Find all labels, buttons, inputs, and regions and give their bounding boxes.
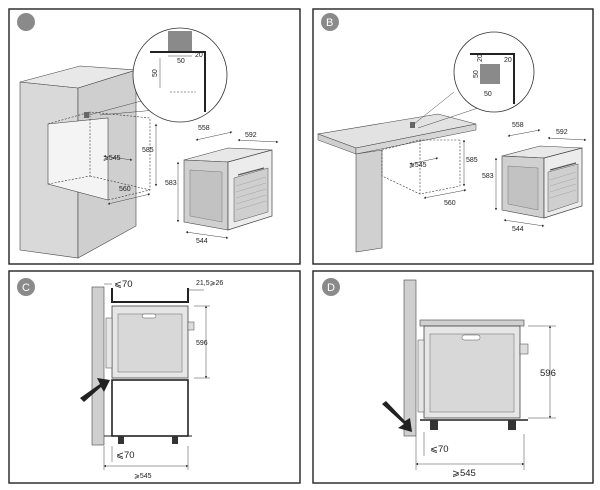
panel-a-niche-depth: 560 <box>119 186 131 193</box>
panel-d-frame <box>312 270 594 484</box>
panel-a-niche-height: 585 <box>142 147 154 154</box>
panel-d-worktop <box>419 319 525 327</box>
panel-c-wall <box>91 286 105 446</box>
panel-d-oven-handle <box>461 334 481 341</box>
panel-d-badge <box>322 278 340 296</box>
panel-b-detail-gap-right: 20 <box>504 57 512 64</box>
panel-c-top-gap: ⩽70 <box>114 279 133 290</box>
panel-c-oven-handle <box>141 313 157 319</box>
panel-a-detail-wall <box>150 51 206 112</box>
panel-d-gap: ⩽70 <box>430 444 449 455</box>
panel-b-niche-depth: 560 <box>444 200 456 207</box>
panel-b-oven-depth: 592 <box>556 129 568 136</box>
panel-d-depth: ⩾545 <box>452 468 476 479</box>
panel-c-top-right: 21,5⩾26 <box>196 280 223 287</box>
panel-c: C ⩽70 21,5⩾26 596 ⩽70 ⩾545 <box>8 270 301 484</box>
panel-a-oven-height: 583 <box>165 180 177 187</box>
panel-b-label: B <box>326 17 333 29</box>
panel-a: ⩾545 585 560 50 50 20 558 592 <box>8 8 301 265</box>
panel-c-oven-door <box>117 313 183 373</box>
panel-c-top-rail <box>111 288 189 303</box>
panel-b-oven-width-bottom: 544 <box>512 226 524 233</box>
panel-b-detail-height: 50 <box>473 70 480 78</box>
panel-a-oven-depth: 592 <box>245 132 257 139</box>
panel-b-niche-height: 585 <box>466 157 478 164</box>
panel-d-height: 596 <box>540 368 556 379</box>
panel-b-oven-height: 583 <box>482 173 494 180</box>
panel-b-vent-marker <box>410 122 415 128</box>
panel-c-bottom-gap: ⩽70 <box>116 450 135 461</box>
panel-d-wall <box>403 279 417 437</box>
panel-c-frame <box>8 270 301 484</box>
panel-a-detail-width: 50 <box>177 58 185 65</box>
panel-c-depth: ⩾545 <box>134 473 152 480</box>
panel-a-detail-height: 50 <box>152 69 159 77</box>
panel-b-oven-width-top: 558 <box>512 122 524 129</box>
panel-a-badge <box>17 13 35 31</box>
panel-a-vent-marker <box>84 112 89 118</box>
panel-a-frame <box>8 8 301 265</box>
panel-c-label: C <box>22 282 30 294</box>
panel-d-label: D <box>327 282 335 294</box>
panel-c-pointer-arrow <box>80 378 110 402</box>
panel-a-niche-width: ⩾545 <box>103 155 121 162</box>
panel-a-oven-window <box>233 167 269 223</box>
panel-a-detail-gap: 20 <box>195 52 203 59</box>
panel-b-detail-gap-top: 20 <box>477 54 484 62</box>
panel-a-oven-width-top: 558 <box>198 125 210 132</box>
panel-b-badge <box>321 13 339 31</box>
panel-c-badge <box>17 278 35 296</box>
panel-d-oven-door <box>429 333 515 413</box>
panel-a-oven-width-bottom: 544 <box>196 238 208 245</box>
panel-c-lower-cabinet <box>111 379 189 437</box>
panel-b-detail-opening <box>480 64 500 84</box>
panel-b-frame <box>312 8 594 265</box>
panel-d: D 596 ⩽70 ⩾545 <box>312 270 594 484</box>
panel-b: B ⩾545 585 560 20 50 50 20 <box>312 8 594 265</box>
panel-a-detail-opening <box>168 31 192 51</box>
panel-b-cabinet-side <box>355 149 383 253</box>
panel-b-detail-width: 50 <box>484 91 492 98</box>
panel-b-detail-wall <box>470 53 515 104</box>
panel-c-height: 596 <box>196 340 208 347</box>
panel-d-pointer-arrow <box>382 401 412 432</box>
panel-b-niche-width: ⩾545 <box>409 162 427 169</box>
